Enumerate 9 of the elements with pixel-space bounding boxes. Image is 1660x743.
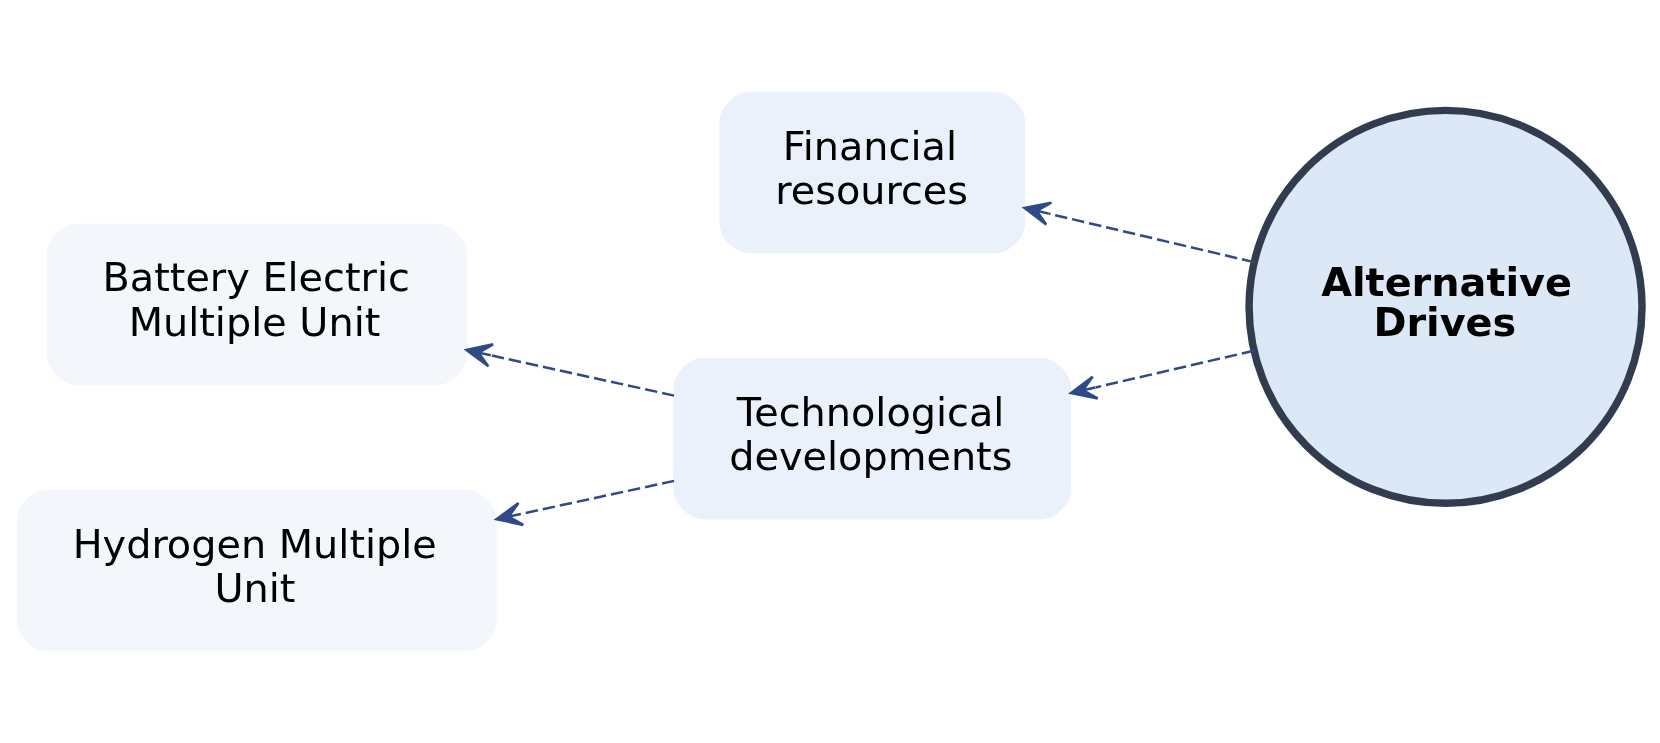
arrow — [465, 343, 675, 397]
node-box: Financial resources — [719, 91, 1026, 254]
node-box: Battery Electric Multiple Unit — [46, 223, 467, 386]
node-box: Technological developments — [673, 357, 1072, 520]
arrow — [495, 479, 675, 527]
arrow — [1069, 349, 1255, 400]
arrow — [1023, 201, 1255, 264]
node-circle: Alternative Drives — [1245, 106, 1646, 508]
node-box: Hydrogen Multiple Unit — [16, 489, 497, 652]
